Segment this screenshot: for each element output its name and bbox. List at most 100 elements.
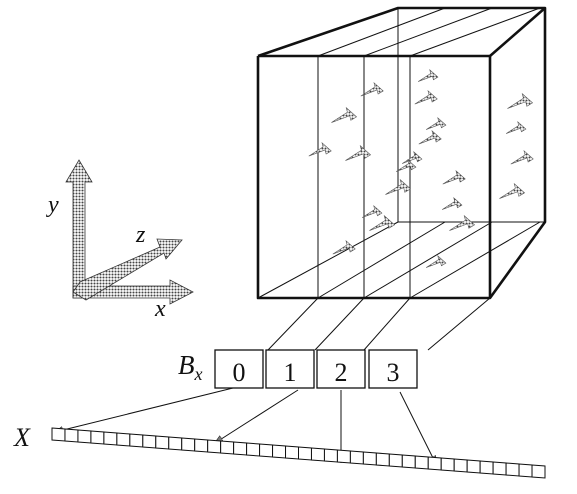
- y-axis-arrow: [65, 159, 93, 299]
- bin-label-sub: x: [194, 364, 203, 384]
- array-cell: [440, 457, 455, 472]
- array-cell: [181, 437, 196, 452]
- cube-hidden-depth-edge: [257, 221, 399, 299]
- array-cell: [505, 462, 520, 477]
- particle: [507, 92, 534, 109]
- particle: [369, 214, 396, 231]
- particle: [418, 129, 442, 145]
- particle: [414, 89, 438, 105]
- particle-array: [51, 427, 546, 479]
- particles: [308, 69, 534, 268]
- slab-plane-3-top: [409, 7, 541, 57]
- x-axis-label: x: [154, 296, 166, 322]
- array-cell: [310, 447, 325, 462]
- array-cell: [388, 453, 403, 468]
- array-cell: [259, 443, 274, 458]
- cube-outline: [256, 6, 547, 300]
- bin-box-0-label: 0: [233, 358, 246, 387]
- cube-top-right-edge: [489, 7, 546, 57]
- y-axis-label: y: [46, 192, 59, 218]
- bin-box-2-label: 2: [335, 358, 348, 387]
- z-axis-arrow: [72, 238, 183, 301]
- bin-box-1: 1: [265, 349, 315, 389]
- array-cell: [349, 450, 364, 465]
- slab-plane-2-top: [363, 7, 493, 57]
- pointer-bin-1: [215, 389, 299, 443]
- array-cell: [336, 449, 351, 464]
- particle: [401, 151, 423, 164]
- particle: [345, 144, 372, 161]
- particle: [442, 169, 466, 185]
- z-axis-label: z: [135, 222, 146, 248]
- array-cell: [142, 434, 157, 449]
- array-cell: [64, 428, 79, 443]
- array-cell: [51, 427, 66, 442]
- array-cell: [298, 446, 312, 461]
- array-cell: [220, 440, 235, 455]
- slab-plane-1-bottom: [317, 221, 446, 299]
- array-cell: [479, 460, 494, 475]
- array-cell: [531, 464, 546, 479]
- array-label: X: [13, 423, 31, 452]
- bin-box-2: 2: [316, 349, 366, 389]
- array-cell: [116, 432, 131, 447]
- array-cell: [272, 444, 287, 459]
- particle: [510, 149, 534, 165]
- array-cell: [375, 452, 390, 467]
- array-cell: [453, 458, 468, 473]
- particle: [361, 205, 383, 218]
- slab-plane-2-bottom: [363, 221, 493, 299]
- array-cell: [129, 433, 144, 448]
- array-cell: [323, 448, 338, 463]
- array-cell: [362, 451, 377, 466]
- particle: [449, 214, 476, 231]
- slab-line-a: [267, 297, 319, 351]
- particle: [417, 69, 439, 82]
- volume-cube: [256, 6, 547, 300]
- array-cell: [77, 429, 92, 444]
- array-cell: [207, 439, 222, 454]
- coordinate-axes: y x z: [46, 159, 194, 322]
- slab-plane-3-bottom: [409, 221, 541, 299]
- particle: [332, 239, 356, 255]
- array-cell: [401, 454, 416, 469]
- array-cell: [427, 456, 442, 471]
- bin-label: Bx: [178, 350, 203, 384]
- array-cell: [285, 445, 299, 460]
- array-cell: [246, 442, 261, 457]
- bin-array: Bx 0 1 2 3: [178, 349, 418, 389]
- bin-box-1-label: 1: [284, 358, 297, 387]
- slab-to-bin-lines: [267, 297, 491, 351]
- particle: [308, 141, 332, 157]
- bin-box-0: 0: [214, 349, 264, 389]
- bin-box-3-label: 3: [387, 358, 400, 387]
- particle: [395, 159, 417, 172]
- array-cell: [414, 455, 429, 470]
- array-cell: [518, 463, 533, 478]
- particle: [360, 81, 384, 97]
- pointer-bin-0: [55, 387, 234, 432]
- array-cell: [194, 438, 209, 453]
- array-cell: [233, 441, 248, 456]
- particle: [499, 182, 526, 199]
- particle: [505, 121, 527, 134]
- particle: [425, 117, 447, 130]
- slab-line-d: [427, 297, 491, 351]
- array-cell: [90, 430, 105, 445]
- slab-plane-1-top: [317, 7, 446, 57]
- array-cell: [155, 435, 170, 450]
- pointer-bin-3: [399, 391, 436, 464]
- array-cell: [492, 461, 507, 476]
- array-cell: [466, 459, 481, 474]
- bin-box-3: 3: [368, 349, 418, 389]
- bin-label-main: B: [178, 350, 195, 380]
- particle: [441, 197, 463, 210]
- particle: [331, 106, 358, 123]
- array-cell: [168, 436, 183, 451]
- slab-line-b: [314, 297, 365, 351]
- slab-line-c: [363, 297, 411, 351]
- array-cell: [103, 431, 118, 446]
- particle: [425, 255, 447, 268]
- particle: [385, 178, 412, 195]
